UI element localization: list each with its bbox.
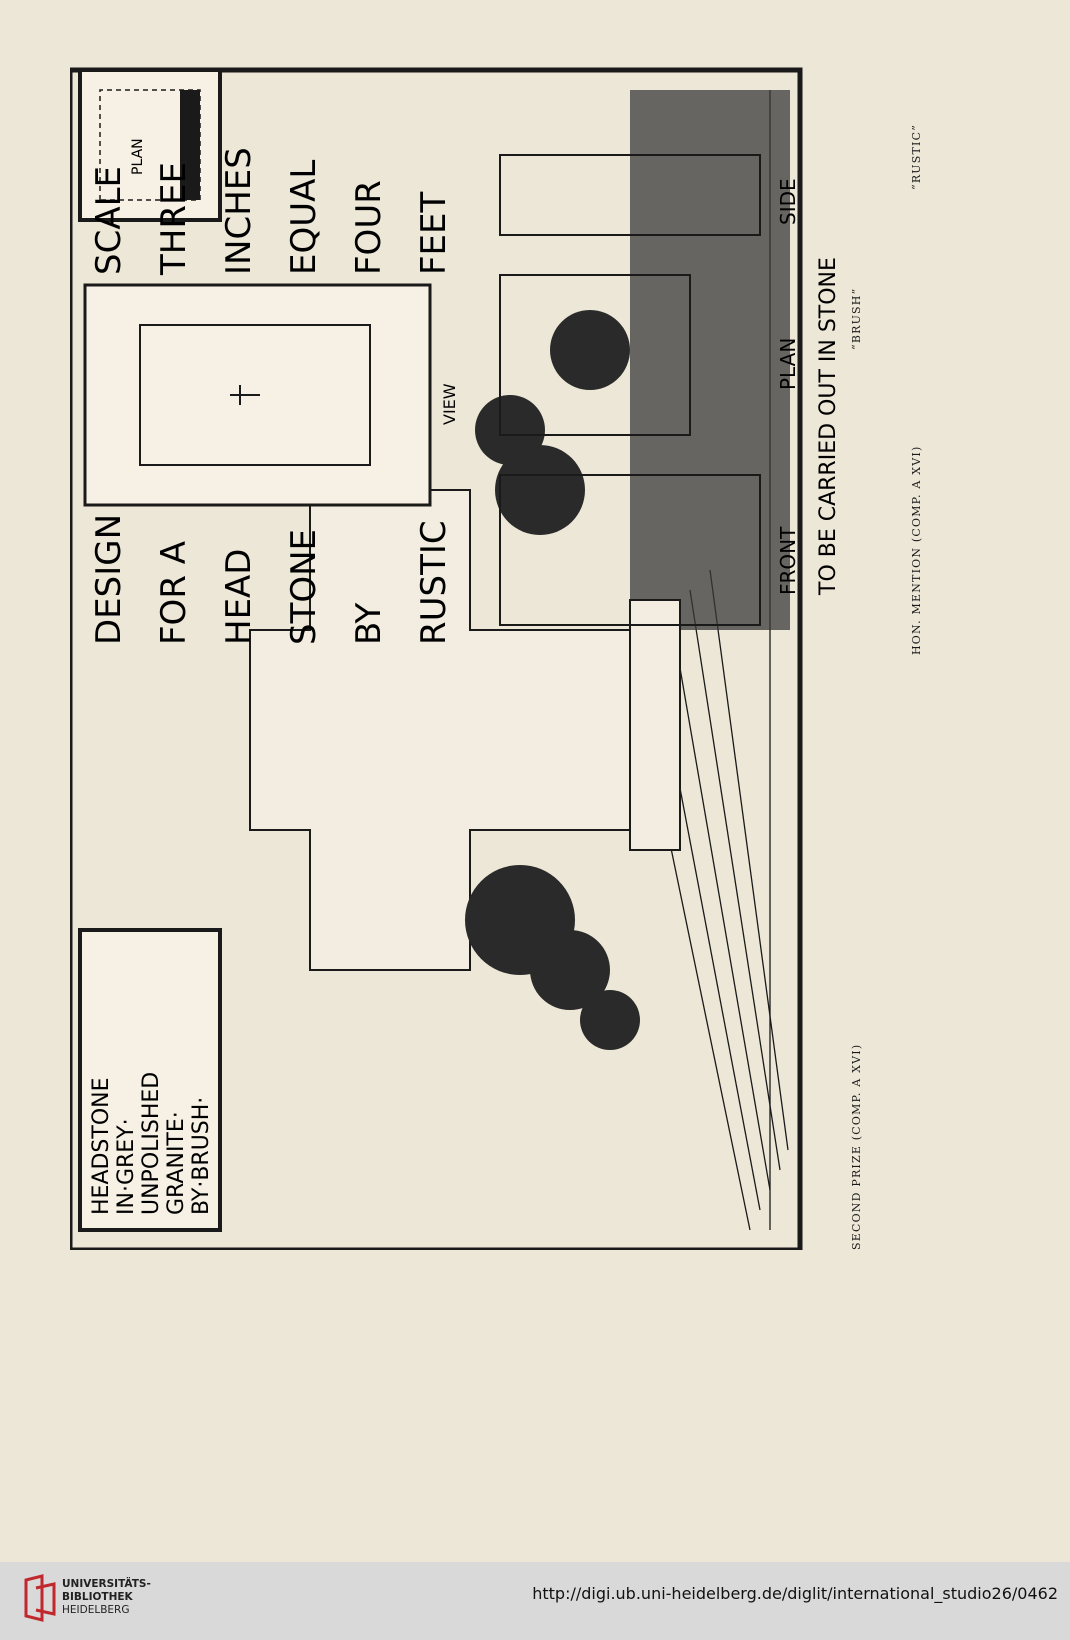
rustic-plan-label: PLAN: [776, 338, 800, 390]
source-url[interactable]: http://digi.ub.uni-heidelberg.de/diglit/…: [532, 1584, 1058, 1603]
rustic-title-1: DESIGN: [89, 514, 129, 645]
footer-bar: UNIVERSITÄTS- BIBLIOTHEK HEIDELBERG http…: [0, 1562, 1070, 1640]
rustic-title-5: BY: [349, 603, 389, 645]
rustic-scale-4: EQUAL: [284, 160, 324, 275]
rustic-caption-right: “RUSTIC”: [910, 123, 923, 190]
rustic-title-2: FOR A: [154, 541, 194, 645]
rustic-scale-1: SCALE: [89, 166, 129, 275]
brush-inscription-2: IN·GREY·: [114, 1118, 139, 1215]
rustic-side-label: SIDE: [776, 178, 800, 225]
rustic-title-6: RUSTIC: [414, 520, 454, 645]
rustic-scale-3: INCHES: [219, 147, 259, 275]
library-name: UNIVERSITÄTS- BIBLIOTHEK HEIDELBERG: [62, 1578, 151, 1617]
brush-plate: HEADSTONE IN·GREY· UNPOLISHED GRANITE· B…: [70, 67, 803, 1250]
library-line-2: BIBLIOTHEK: [62, 1591, 133, 1603]
rustic-plate: DESIGN FOR A HEAD STONE BY RUSTIC SCALE …: [83, 147, 841, 646]
brush-inscription-1: HEADSTONE: [89, 1077, 114, 1215]
brush-caption-left: SECOND PRIZE (COMP. A XVI): [850, 1043, 863, 1250]
rustic-note: TO BE CARRIED OUT IN STONE: [816, 257, 841, 596]
rustic-scale-2: THREE: [154, 162, 194, 276]
rustic-caption-left: HON. MENTION (COMP. A XVI): [910, 445, 923, 655]
scanned-page: HEADSTONE IN·GREY· UNPOLISHED GRANITE· B…: [70, 67, 923, 1250]
rotated-spread: HEADSTONE IN·GREY· UNPOLISHED GRANITE· B…: [70, 67, 923, 1250]
library-logo-icon: [24, 1574, 56, 1622]
rustic-scale-5: FOUR: [349, 180, 389, 275]
rustic-view-label: VIEW: [440, 383, 459, 425]
library-line-3: HEIDELBERG: [62, 1604, 130, 1616]
library-line-1: UNIVERSITÄTS-: [62, 1578, 151, 1590]
brush-inscription-3: UNPOLISHED: [139, 1072, 164, 1215]
brush-inscription-4: GRANITE·: [164, 1111, 189, 1215]
rustic-front-label: FRONT: [776, 526, 800, 595]
rustic-title-3: HEAD: [219, 549, 259, 646]
rustic-title-4: STONE: [284, 529, 324, 645]
brush-inscription-5: BY·BRUSH·: [189, 1097, 214, 1215]
rustic-scale-6: FEET: [414, 191, 454, 275]
brush-plan-label: PLAN: [130, 138, 146, 175]
